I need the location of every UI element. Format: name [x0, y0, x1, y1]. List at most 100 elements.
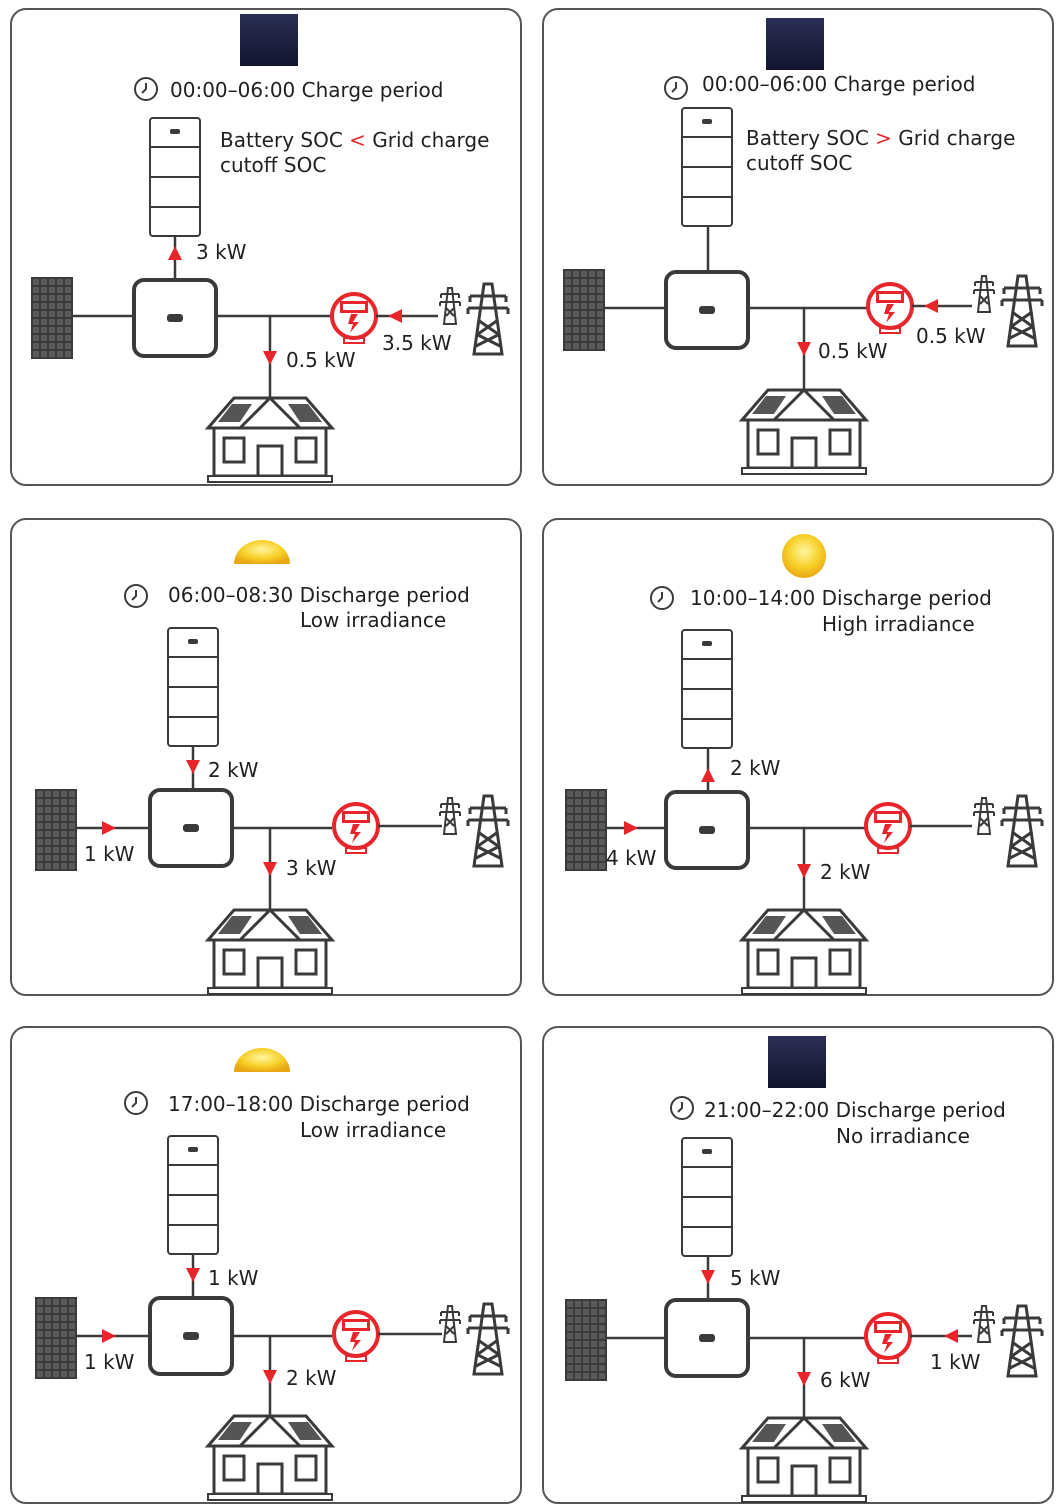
panel-charge-high-soc: [542, 8, 1054, 486]
pylon-icon: [466, 1302, 510, 1376]
inverter-icon: [132, 278, 218, 358]
pv-panel-icon: [35, 789, 77, 871]
house-icon: [740, 908, 868, 996]
low-sun-icon: [234, 540, 290, 564]
pv-panel-icon: [565, 1299, 607, 1381]
inverter-icon: [148, 788, 234, 868]
meter-icon: [330, 292, 378, 345]
panel-6-title: 21:00–22:00 Discharge period: [704, 1098, 1006, 1122]
panel-1-grid-flow: 3.5 kW: [382, 331, 452, 355]
panel-2-load-flow: 0.5 kW: [818, 339, 888, 363]
grid-flow-arrow: [388, 309, 402, 323]
meter-icon: [864, 1312, 912, 1365]
panel-2-note-line2: cutoff SOC: [746, 151, 853, 175]
pylon-small-icon: [973, 1305, 995, 1343]
panel-5-subtitle: Low irradiance: [300, 1118, 447, 1142]
meter-icon: [332, 802, 380, 855]
panel-5-diagram: [35, 1048, 510, 1502]
pv-panel-icon: [565, 789, 607, 871]
battery-icon: [149, 117, 201, 237]
panel-charge-low-soc: [10, 8, 522, 486]
panel-4-load-flow: 2 kW: [820, 860, 871, 884]
moon-icon: [240, 14, 298, 66]
house-icon: [740, 388, 868, 476]
pv-panel-icon: [563, 269, 605, 351]
panel-1-note-post: Grid charge: [365, 128, 490, 152]
inverter-icon: [664, 790, 750, 870]
panel-6-subtitle: No irradiance: [836, 1124, 970, 1148]
clock-icon: [670, 1096, 694, 1120]
battery-icon: [681, 629, 733, 749]
pv-flow-arrow: [102, 821, 116, 835]
panel-4-battery-flow: 2 kW: [730, 756, 781, 780]
panel-2-soc-note: Battery SOC > Grid charge cutoff SOC: [746, 126, 1015, 176]
pv-flow-arrow: [102, 1329, 116, 1343]
panel-1-battery-flow: 3 kW: [196, 240, 247, 264]
panel-2-note-pre: Battery SOC: [746, 126, 876, 150]
house-icon: [206, 396, 334, 484]
panel-2-diagram: [563, 18, 1044, 476]
load-flow-arrow: [797, 342, 811, 356]
panel-2-grid-flow: 0.5 kW: [916, 324, 986, 348]
load-flow-arrow: [263, 862, 277, 876]
pylon-small-icon: [439, 1305, 461, 1343]
house-icon: [206, 1414, 334, 1502]
panel-5-battery-flow: 1 kW: [208, 1266, 259, 1290]
panel-4-subtitle: High irradiance: [822, 612, 975, 636]
pylon-small-icon: [439, 287, 461, 325]
panel-1-load-flow: 0.5 kW: [286, 348, 356, 372]
grid-flow-arrow: [944, 1329, 958, 1343]
pylon-icon: [466, 794, 510, 868]
panel-1-note-line2: cutoff SOC: [220, 153, 327, 177]
panel-1-diagram: [31, 14, 510, 484]
clock-icon: [124, 1091, 148, 1115]
moon-icon: [766, 18, 824, 70]
panel-3-diagram: [35, 540, 510, 996]
inverter-icon: [664, 270, 750, 350]
clock-icon: [124, 584, 148, 608]
panel-6-diagram: [565, 1036, 1044, 1504]
pylon-icon: [1000, 1304, 1044, 1378]
meter-icon: [864, 802, 912, 855]
battery-icon: [167, 627, 219, 747]
inverter-icon: [664, 1298, 750, 1378]
pylon-icon: [466, 282, 510, 356]
panel-discharge-evening: [10, 1026, 522, 1504]
pylon-small-icon: [439, 797, 461, 835]
pylon-small-icon: [973, 275, 995, 313]
panel-3-battery-flow: 2 kW: [208, 758, 259, 782]
house-icon: [206, 908, 334, 996]
load-flow-arrow: [263, 1370, 277, 1384]
panel-6-load-flow: 6 kW: [820, 1368, 871, 1392]
low-sun-icon: [234, 1048, 290, 1072]
load-flow-arrow: [263, 351, 277, 365]
load-flow-arrow: [797, 864, 811, 878]
panel-6-grid-flow: 1 kW: [930, 1350, 981, 1374]
battery-flow-arrow: [186, 1268, 200, 1282]
battery-icon: [681, 1137, 733, 1257]
meter-icon: [866, 282, 914, 335]
battery-icon: [681, 107, 733, 227]
panel-3-title: 06:00–08:30 Discharge period: [168, 583, 470, 607]
battery-flow-arrow: [701, 768, 715, 782]
panel-5-pv-flow: 1 kW: [84, 1350, 135, 1374]
panel-3-subtitle: Low irradiance: [300, 608, 447, 632]
panel-4-pv-flow: 4 kW: [606, 846, 657, 870]
battery-icon: [167, 1135, 219, 1255]
panel-4-title: 10:00–14:00 Discharge period: [690, 586, 992, 610]
clock-icon: [664, 76, 688, 100]
clock-icon: [650, 586, 674, 610]
panel-1-soc-note: Battery SOC < Grid charge cutoff SOC: [220, 128, 489, 178]
panel-2-note-post: Grid charge: [891, 126, 1016, 150]
panel-4-diagram: [565, 534, 1044, 996]
inverter-icon: [148, 1296, 234, 1376]
panel-1-note-op: <: [349, 128, 366, 152]
meter-icon: [332, 1310, 380, 1363]
panel-3-load-flow: 3 kW: [286, 856, 337, 880]
panel-1-title: 00:00–06:00 Charge period: [170, 78, 444, 102]
grid-flow-arrow: [924, 299, 938, 313]
pylon-icon: [1000, 274, 1044, 348]
pylon-icon: [1000, 794, 1044, 868]
panel-6-battery-flow: 5 kW: [730, 1266, 781, 1290]
